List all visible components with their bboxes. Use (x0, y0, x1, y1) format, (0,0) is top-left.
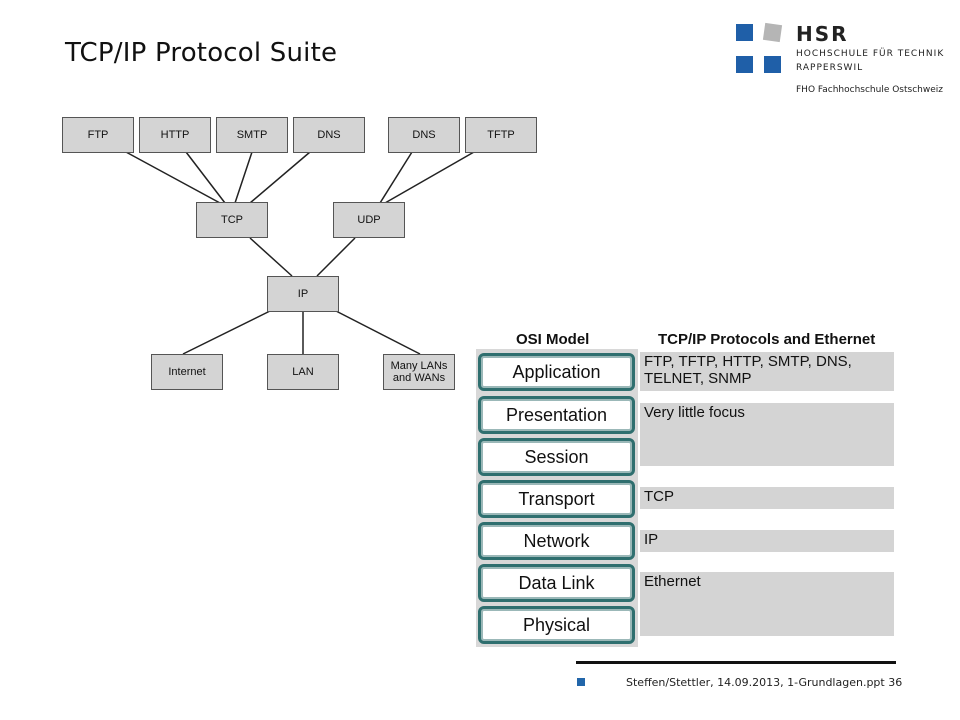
osi-layer-transport: Transport (478, 480, 635, 518)
osi-layer-presentation: Presentation (478, 396, 635, 434)
protocols-network: IP (640, 530, 894, 552)
node-lan: LAN (267, 354, 339, 390)
protocols-transport: TCP (640, 487, 894, 509)
node-tftp: TFTP (465, 117, 537, 153)
osi-layer-application: Application (478, 353, 635, 391)
connector-tcp-ip (249, 237, 293, 277)
osi-layer-network: Network (478, 522, 635, 560)
tcpip-header: TCP/IP Protocols and Ethernet (658, 331, 876, 348)
footer-rule (576, 661, 896, 664)
logo-subtitle-2: RAPPERSWIL (796, 63, 864, 73)
osi-layer-physical: Physical (478, 606, 635, 644)
node-dns: DNS (388, 117, 460, 153)
footer-bullet-icon (577, 678, 585, 686)
connector-tftp-udp (384, 151, 475, 204)
node-http: HTTP (139, 117, 211, 153)
node-tcp: TCP (196, 202, 268, 238)
logo-wordmark: HSR (796, 22, 849, 46)
connector-udp-ip (316, 237, 356, 277)
connector-ftp-tcp (125, 151, 221, 204)
connector-dns-tcp (249, 151, 311, 204)
protocols-application: FTP, TFTP, HTTP, SMTP, DNS, TELNET, SNMP (640, 352, 894, 391)
node-ftp: FTP (62, 117, 134, 153)
logo-square-blue (764, 56, 781, 73)
footer-text: Steffen/Stettler, 14.09.2013, 1-Grundlag… (626, 676, 903, 689)
osi-layer-data-link: Data Link (478, 564, 635, 602)
connector-smtp-tcp (234, 151, 253, 204)
logo-square-blue (736, 24, 753, 41)
protocols-datalink-physical: Ethernet (640, 572, 894, 636)
logo-subtitle-3: FHO Fachhochschule Ostschweiz (796, 85, 943, 95)
connector-http-tcp (185, 151, 226, 204)
node-many-lans-wans: Many LANs and WANs (383, 354, 455, 390)
hsr-logo: HSR HOCHSCHULE FÜR TECHNIK RAPPERSWIL FH… (736, 22, 956, 104)
osi-model-header: OSI Model (516, 331, 590, 348)
node-ip: IP (267, 276, 339, 312)
osi-layer-session: Session (478, 438, 635, 476)
connector-ip-internet (182, 310, 271, 355)
logo-subtitle-1: HOCHSCHULE FÜR TECHNIK (796, 49, 945, 59)
connector-ip-wans (335, 310, 421, 355)
node-dns: DNS (293, 117, 365, 153)
node-smtp: SMTP (216, 117, 288, 153)
node-udp: UDP (333, 202, 405, 238)
slide-title: TCP/IP Protocol Suite (65, 38, 338, 68)
node-internet: Internet (151, 354, 223, 390)
connector-dns-udp (379, 151, 413, 204)
protocols-presentation-session: Very little focus (640, 403, 894, 466)
logo-square-blue (736, 56, 753, 73)
